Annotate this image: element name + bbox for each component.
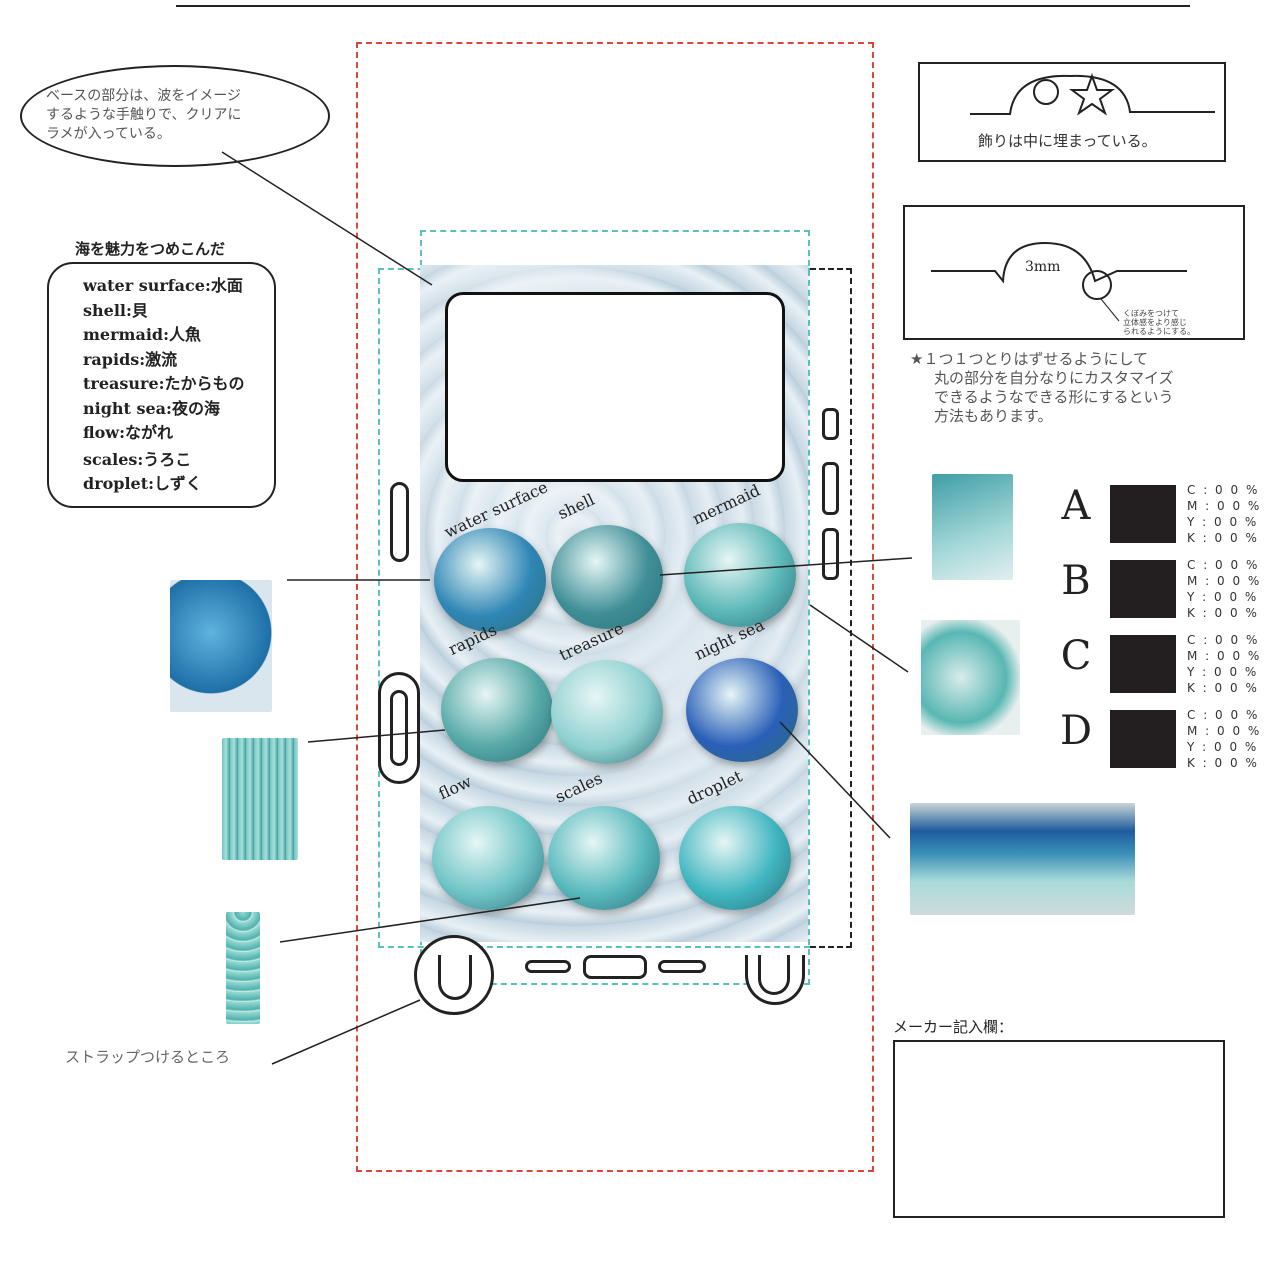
cmyk-line: Y : 0 0 % [1187,590,1259,604]
maker-label: メーカー記入欄： [893,1018,1014,1036]
cmyk-line: K : 0 0 % [1187,606,1259,620]
cmyk-line: C : 0 0 % [1187,633,1260,647]
nail-mermaid[interactable] [684,523,796,627]
nail-flow[interactable] [432,806,544,910]
cmyk-line: Y : 0 0 % [1187,665,1259,679]
legend-item: mermaid:人魚 [83,325,202,344]
color-letter: D [1059,708,1093,754]
color-swatch [1110,560,1176,618]
strap-label: ストラップつけるところ [65,1048,231,1066]
note-line: できるようなできる形にするという [934,388,1174,406]
cmyk-values: C : 0 0 % M : 0 0 % Y : 0 0 % K : 0 0 % [1187,632,1261,696]
cmyk-line: K : 0 0 % [1187,756,1259,770]
right-slot [822,462,839,515]
top-rule [176,5,1190,7]
maker-entry-box[interactable] [893,1040,1225,1218]
color-swatch [1110,635,1176,693]
side-slot [390,482,409,562]
dimension-label: 3mm [1025,259,1061,275]
cmyk-values: C : 0 0 % M : 0 0 % Y : 0 0 % K : 0 0 % [1187,707,1261,771]
note-line: ラメが入っている。 [46,126,171,142]
color-swatch [1110,485,1176,543]
cmyk-line: Y : 0 0 % [1187,740,1259,754]
cmyk-line: M : 0 0 % [1187,649,1262,663]
color-letter: A [1061,483,1091,529]
cmyk-line: C : 0 0 % [1187,708,1260,722]
legend-title: 海を魅力をつめこんだ [75,240,226,258]
legend-item: shell:貝 [83,300,148,320]
note-line: 丸の部分を自分なりにカスタマイズ [934,369,1174,387]
cmyk-line: K : 0 0 % [1187,681,1259,695]
right-slot [822,528,839,580]
photo-night-sea [910,803,1135,915]
legend-item: scales:うろこ [83,449,192,469]
cmyk-line: C : 0 0 % [1187,483,1260,497]
embed-caption: 飾りは中に埋まっている。 [978,132,1157,150]
color-letter: B [1061,558,1091,604]
nail-night-sea[interactable] [686,658,798,762]
nail-shell[interactable] [551,525,663,629]
note-line: 方法もあります。 [934,407,1053,425]
bottom-port [583,955,647,979]
bottom-slot [658,960,706,973]
cmyk-line: C : 0 0 % [1187,558,1260,572]
photo-shell [932,474,1013,580]
note-line: ★１つ１つとりはずせるようにして [910,350,1148,368]
dimension-shape-icon [931,241,1187,322]
nail-rapids[interactable] [441,658,553,762]
cmyk-values: C : 0 0 % M : 0 0 % Y : 0 0 % K : 0 0 % [1187,557,1261,621]
nail-scales[interactable] [548,806,660,910]
bottom-slot [525,960,571,973]
base-note-bubble: ベースの部分は、波をイメージ するような手触りで、クリアに ラメが入っている。 [20,65,330,167]
cmyk-line: M : 0 0 % [1187,499,1262,513]
note-line: するような手触りで、クリアに [46,107,242,123]
customize-note: ★１つ１つとりはずせるようにして 丸の部分を自分なりにカスタマイズ できるような… [910,350,1174,426]
embed-diagram: 飾りは中に埋まっている。 [918,62,1226,162]
callout-line: られるようにする。 [1123,327,1196,336]
strap-hook-left [438,955,472,1000]
photo-scales [226,912,260,1024]
legend-item: flow:ながれ [83,423,173,442]
legend-item: night sea:夜の海 [83,398,220,418]
cmyk-values: C : 0 0 % M : 0 0 % Y : 0 0 % K : 0 0 % [1187,482,1261,546]
cmyk-line: M : 0 0 % [1187,574,1262,588]
fold-line [810,268,852,948]
color-swatch [1110,710,1176,768]
callout-line: くぼみをつけて [1123,309,1179,318]
dimension-diagram: 3mm くぼみをつけて 立体感をより感じ られるようにする。 [903,205,1245,340]
cmyk-line: Y : 0 0 % [1187,515,1259,529]
photo-water-surface [170,580,272,712]
note-line: ベースの部分は、波をイメージ [46,88,242,104]
photo-mermaid [921,620,1020,735]
cmyk-line: M : 0 0 % [1187,724,1262,738]
screen-window [445,292,785,482]
legend-item: treasure:たからもの [83,374,245,393]
photo-rapids [222,738,298,860]
color-letter: C [1060,633,1092,679]
nail-water-surface[interactable] [434,528,546,632]
cmyk-line: K : 0 0 % [1187,531,1259,545]
legend-box: water surface:水面 shell:貝 mermaid:人魚 rapids:… [47,262,276,508]
legend-item: droplet:しずく [83,474,202,493]
strap-hook-right [758,955,790,995]
callout-line: 立体感をより感じ [1123,318,1187,327]
legend-item: water surface:水面 [83,276,243,295]
nail-treasure[interactable] [551,660,663,764]
embed-shape-icon [970,73,1215,116]
dimension-callout: くぼみをつけて 立体感をより感じ られるようにする。 [1123,309,1195,336]
right-slot [822,408,839,440]
nail-droplet[interactable] [679,806,791,910]
legend-item: rapids:激流 [83,349,178,369]
side-button-inner [390,690,408,766]
